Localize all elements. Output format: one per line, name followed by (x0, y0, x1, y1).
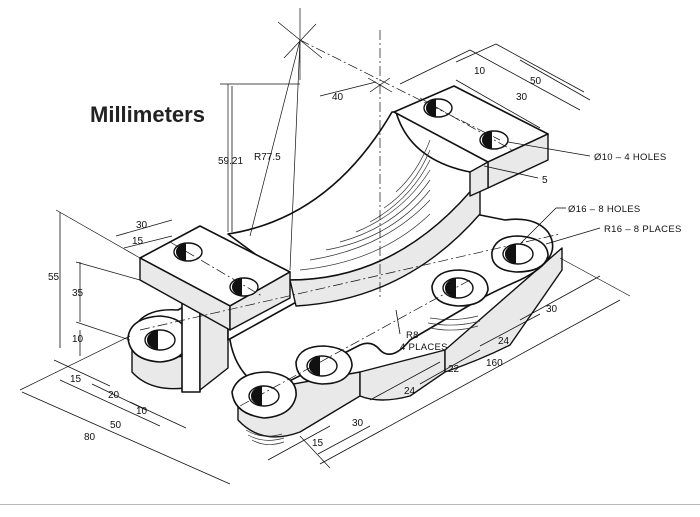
holes-16-label: Ø16 – 8 HOLES (568, 204, 641, 215)
dim-30-bottom: 30 (352, 418, 364, 429)
dim-50-low: 50 (110, 420, 122, 431)
dim-40: 40 (332, 92, 344, 103)
leaders (395, 141, 601, 335)
dim-24-a: 24 (404, 386, 416, 397)
dim-15-bottom: 15 (312, 438, 324, 449)
base-holes (144, 243, 534, 407)
dim-10-top: 10 (474, 66, 486, 77)
dim-35: 35 (72, 288, 84, 299)
places-label: 4 PLACES (400, 342, 448, 353)
construction-lines (139, 8, 561, 407)
r16-label: R16 – 8 PLACES (604, 224, 682, 235)
dim-24-b: 24 (498, 336, 510, 347)
left-pad (139, 225, 291, 331)
dim-55: 55 (48, 272, 60, 283)
dim-15-low: 15 (70, 374, 82, 385)
dim-5: 5 (542, 175, 548, 186)
note-labels: Ø10 – 4 HOLES Ø16 – 8 HOLES R16 – 8 PLAC… (400, 152, 682, 353)
dim-15-left: 15 (132, 236, 144, 247)
dim-30-left: 30 (136, 220, 148, 231)
dim-160: 160 (486, 358, 503, 369)
holes-10-label: Ø10 – 4 HOLES (594, 152, 667, 163)
dim-10-low: 10 (136, 406, 148, 417)
dim-r77-5: R77.5 (254, 152, 281, 163)
dimension-texts: 10 50 30 40 59.21 R77.5 30 15 55 35 10 1… (48, 66, 558, 449)
r8-label: R8 (406, 330, 419, 341)
dim-30-right: 30 (546, 304, 558, 315)
dim-20: 20 (108, 390, 120, 401)
divider-line (0, 504, 700, 505)
title-label: Millimeters (90, 102, 205, 127)
dim-59-21: 59.21 (218, 156, 243, 167)
dim-50: 50 (530, 76, 542, 87)
saddle (227, 111, 481, 307)
dim-22: 22 (448, 364, 460, 375)
dim-30-top: 30 (516, 92, 528, 103)
dim-80: 80 (84, 432, 96, 443)
dimension-lines (19, 43, 631, 485)
dim-10-left: 10 (72, 334, 84, 345)
